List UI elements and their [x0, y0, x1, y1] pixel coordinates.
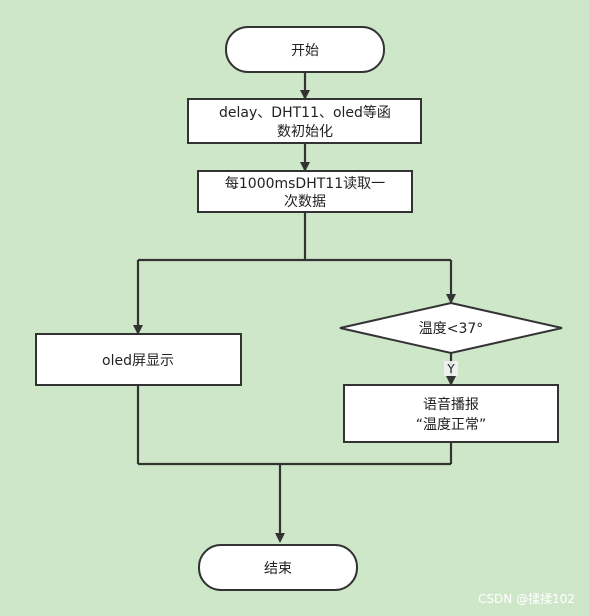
node-read: 每1000msDHT11读取一 次数据 [197, 170, 413, 213]
edges [133, 72, 456, 543]
process-read-shape [197, 170, 413, 213]
node-voice: 语音播报 “温度正常” [343, 384, 559, 443]
node-init-line2: 数初始化 [277, 123, 333, 140]
node-decision-label: 温度<37° [419, 321, 484, 337]
edge-label-yes: Y [444, 361, 458, 376]
node-end-label: 结束 [264, 561, 292, 577]
node-voice-line2: “温度正常” [416, 417, 487, 433]
node-read-line1: 每1000msDHT11读取一 [225, 175, 385, 192]
node-voice-line1: 语音播报 [423, 396, 479, 413]
node-start: 开始 [225, 26, 385, 73]
terminator-start-shape [225, 26, 385, 73]
node-end: 结束 [198, 544, 358, 591]
process-init-shape [187, 98, 422, 144]
node-init: delay、DHT11、oled等函 数初始化 [187, 98, 422, 144]
node-decision: 温度<37° [339, 301, 563, 355]
terminator-end-shape [198, 544, 358, 591]
node-init-line1: delay、DHT11、oled等函 [219, 104, 391, 121]
process-voice-shape [343, 384, 559, 443]
node-display: oled屏显示 [35, 333, 242, 386]
decision-shape [339, 301, 563, 355]
node-display-label: oled屏显示 [102, 353, 174, 369]
node-start-label: 开始 [291, 43, 319, 59]
process-display-shape [35, 333, 242, 386]
watermark: CSDN @揉揉102 [478, 591, 575, 606]
edge-label-yes-bg [444, 361, 458, 376]
node-read-line2: 次数据 [284, 194, 326, 210]
edge-label-yes-text: Y [446, 362, 455, 376]
